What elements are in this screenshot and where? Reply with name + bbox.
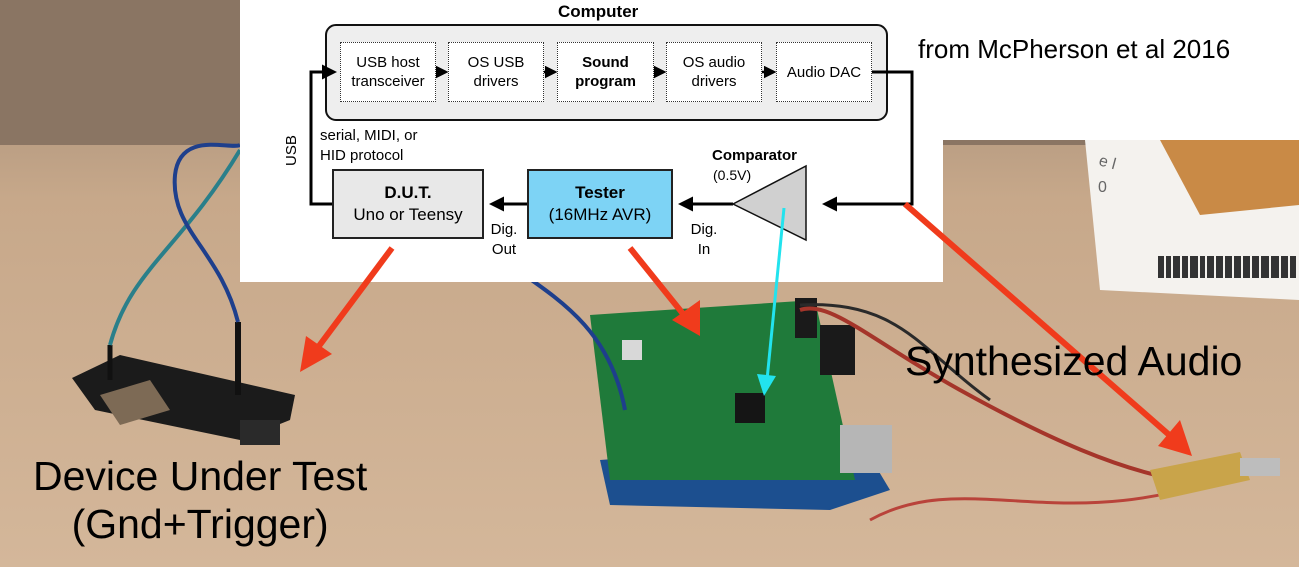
os-audio-drivers-block: OS audio drivers bbox=[666, 42, 762, 102]
comparator-threshold: (0.5V) bbox=[713, 167, 752, 183]
protocol-label: serial, MIDI, or HID protocol bbox=[320, 126, 480, 166]
dig-in-line: Dig. bbox=[690, 221, 718, 238]
comparator-chip bbox=[735, 393, 765, 423]
computer-title: Computer bbox=[558, 2, 639, 21]
dig-out-line: Dig. bbox=[490, 221, 518, 238]
block-line: drivers bbox=[691, 73, 737, 90]
audio-jack bbox=[1150, 452, 1250, 500]
block-line: OS audio bbox=[682, 54, 746, 71]
credit-text: from McPherson et al 2016 bbox=[918, 34, 1231, 64]
svg-text:0: 0 bbox=[1098, 179, 1107, 196]
usb-host-block: USB host transceiver bbox=[340, 42, 436, 102]
os-usb-drivers-block: OS USB drivers bbox=[448, 42, 544, 102]
sound-program-block: Sound program bbox=[557, 42, 654, 102]
dut-title: D.U.T. bbox=[384, 183, 432, 202]
block-line: OS USB bbox=[467, 54, 525, 71]
comparator-triangle bbox=[731, 164, 807, 242]
dut-block: D.U.T. Uno or Teensy bbox=[332, 169, 484, 239]
perfboard bbox=[1160, 140, 1299, 215]
protocol-line: serial, MIDI, or bbox=[320, 127, 418, 144]
signal-path bbox=[309, 64, 914, 212]
protocol-line: HID protocol bbox=[320, 147, 404, 164]
svg-text:e l: e l bbox=[1097, 152, 1118, 173]
block-line: transceiver bbox=[351, 73, 425, 90]
tester-subtitle: (16MHz AVR) bbox=[548, 205, 652, 224]
block-line: program bbox=[575, 73, 636, 90]
dut-subtitle: Uno or Teensy bbox=[353, 205, 463, 224]
dut-label-line: Device Under Test bbox=[33, 453, 368, 499]
dig-out-label: Dig. Out bbox=[488, 220, 520, 260]
credit-panel bbox=[943, 0, 1299, 140]
comparator-title: Comparator bbox=[712, 147, 798, 164]
block-line: Sound bbox=[582, 54, 629, 71]
block-line: Audio DAC bbox=[786, 63, 862, 81]
device-under-test-label: Device Under Test (Gnd+Trigger) bbox=[33, 452, 367, 548]
block-line: USB host bbox=[356, 54, 420, 71]
synthesized-audio-label: Synthesized Audio bbox=[905, 338, 1243, 384]
dig-in-label: Dig. In bbox=[687, 220, 721, 260]
dut-label-line: (Gnd+Trigger) bbox=[71, 501, 329, 547]
dut-board-photo bbox=[72, 142, 295, 445]
tester-title: Tester bbox=[575, 183, 625, 202]
annotation-arrows bbox=[300, 201, 1192, 456]
usb-label: USB bbox=[283, 135, 300, 166]
dig-in-line: In bbox=[697, 241, 711, 258]
tester-block: Tester (16MHz AVR) bbox=[527, 169, 673, 239]
audio-dac-block: Audio DAC bbox=[776, 42, 872, 102]
barcode bbox=[1158, 256, 1296, 278]
block-line: drivers bbox=[473, 73, 519, 90]
dig-out-line: Out bbox=[491, 241, 517, 258]
arduino-tester-photo bbox=[508, 263, 1280, 522]
